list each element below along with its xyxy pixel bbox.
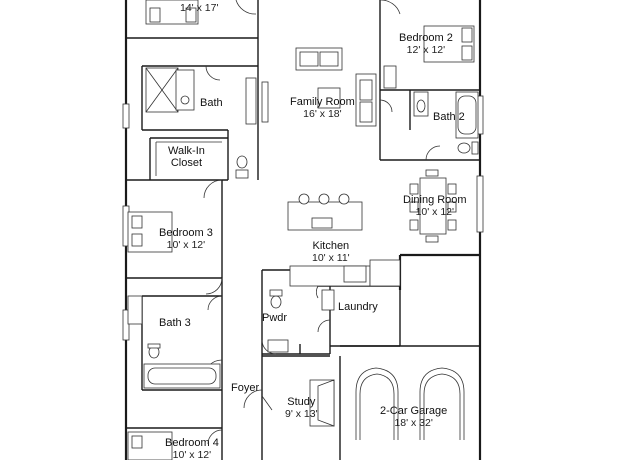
- bedroom3-label: Bedroom 3 10' x 12': [159, 227, 213, 251]
- kitchen-label: Kitchen 10' x 11': [312, 240, 350, 264]
- bath3-label: Bath 3: [159, 317, 191, 329]
- laundry-label: Laundry: [338, 301, 378, 313]
- garage-name: 2-Car Garage: [380, 405, 448, 417]
- foyer-label: Foyer: [231, 382, 259, 394]
- walk-in-closet-line1: Walk-In: [168, 145, 205, 157]
- family-room-label: Family Room 16' x 18': [290, 96, 355, 120]
- dining-room-label: Dining Room 10' x 12': [403, 194, 467, 218]
- pwdr-label: Pwdr: [262, 312, 287, 324]
- bedroom4-label: Bedroom 4 10' x 12': [165, 437, 219, 461]
- study-name: Study: [287, 396, 316, 408]
- dining-room-dims: 10' x 12': [415, 206, 455, 218]
- bedroom2-name: Bedroom 2: [399, 32, 453, 44]
- fixtures: [127, 0, 479, 460]
- garage-dims: 18' x 32': [394, 417, 433, 429]
- pwdr-name: Pwdr: [262, 312, 288, 324]
- walk-in-closet-line2: Closet: [170, 157, 203, 169]
- foyer-name: Foyer: [231, 382, 260, 394]
- bedroom3-name: Bedroom 3: [159, 227, 213, 239]
- kitchen-dims: 10' x 11': [312, 252, 350, 264]
- primary-bedroom-dims: 14' x 17': [180, 2, 219, 14]
- bath3-name: Bath 3: [159, 317, 191, 329]
- bedroom2-label: Bedroom 2 12' x 12': [399, 32, 453, 56]
- family-room-dims: 16' x 18': [303, 108, 342, 120]
- bedroom3-dims: 10' x 12': [166, 239, 206, 251]
- primary-bedroom-label: 14' x 17': [180, 2, 218, 14]
- study-label: Study 9' x 13': [285, 396, 318, 420]
- windows: [122, 81, 484, 341]
- kitchen-name: Kitchen: [312, 240, 350, 252]
- bedroom2-dims: 12' x 12': [406, 44, 446, 56]
- study-dims: 9' x 13': [285, 408, 318, 420]
- laundry-name: Laundry: [338, 301, 378, 313]
- bedroom4-name: Bedroom 4: [165, 437, 219, 449]
- bath2-name: Bath 2: [433, 111, 465, 123]
- family-room-name: Family Room: [290, 96, 355, 108]
- bath2-label: Bath 2: [433, 111, 465, 123]
- door-swings: [203, 0, 441, 445]
- bath-name: Bath: [200, 97, 223, 109]
- walk-in-closet-label: Walk-In Closet: [168, 145, 205, 169]
- dining-room-name: Dining Room: [403, 194, 467, 206]
- garage-label: 2-Car Garage 18' x 32': [380, 405, 447, 429]
- bath-label: Bath: [200, 97, 223, 109]
- bedroom4-dims: 10' x 12': [172, 449, 212, 461]
